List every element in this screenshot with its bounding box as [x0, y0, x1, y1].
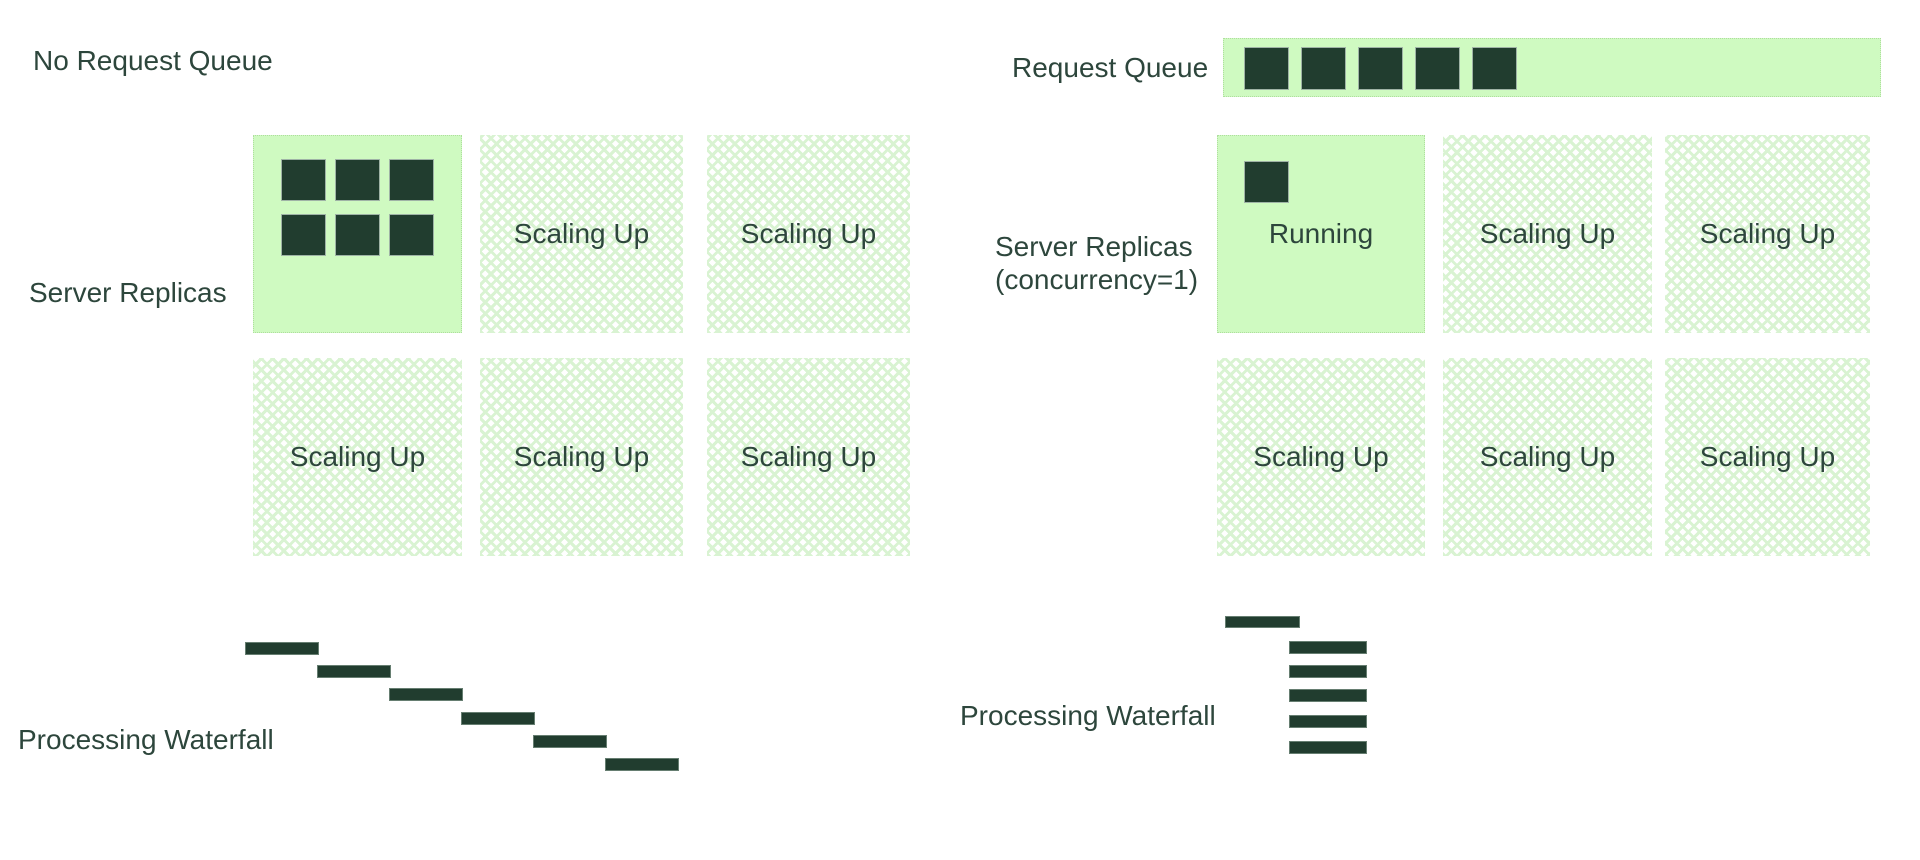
waterfall-bar: [1225, 616, 1300, 628]
left-server-replicas-label: Server Replicas: [29, 277, 227, 308]
waterfall-bar: [1289, 741, 1367, 754]
queued-request-icon: [1472, 47, 1517, 90]
left-processing-waterfall-label: Processing Waterfall: [18, 724, 274, 755]
scaling-up-label: Scaling Up: [513, 441, 650, 472]
right-request-queue-label: Request Queue: [1012, 52, 1209, 83]
replica-box-scaling: Scaling Up: [480, 358, 683, 556]
queued-request-icon: [1244, 47, 1289, 90]
waterfall-bar: [245, 642, 319, 655]
replica-box-running-left: [253, 135, 462, 333]
waterfall-bar: [461, 712, 535, 725]
scaling-up-label: Scaling Up: [1699, 441, 1836, 472]
running-label: Running: [1268, 218, 1374, 249]
replica-box-scaling: Scaling Up: [707, 358, 910, 556]
waterfall-bar: [317, 665, 391, 678]
right-server-replicas-line2: (concurrency=1): [995, 264, 1199, 295]
running-replica-squares: [1244, 161, 1289, 203]
replica-square-icon: [281, 214, 326, 256]
queued-request-icon: [1358, 47, 1403, 90]
waterfall-bar: [1289, 665, 1367, 678]
replica-box-scaling: Scaling Up: [1443, 358, 1652, 556]
running-replica-squares: [281, 159, 434, 256]
right-server-replicas-line1: Server Replicas: [995, 231, 1193, 262]
replica-box-scaling: Scaling Up: [1217, 358, 1425, 556]
replica-box-running-right: Running: [1217, 135, 1425, 333]
replica-box-scaling: Scaling Up: [253, 358, 462, 556]
scaling-up-label: Scaling Up: [1699, 218, 1836, 249]
waterfall-bar: [1289, 641, 1367, 654]
scaling-up-label: Scaling Up: [1479, 441, 1616, 472]
request-queue-bar: [1223, 38, 1881, 97]
replica-square-icon: [1244, 161, 1289, 203]
replica-box-scaling: Scaling Up: [480, 135, 683, 333]
replica-box-scaling: Scaling Up: [1665, 135, 1870, 333]
replica-box-scaling: Scaling Up: [707, 135, 910, 333]
queued-request-icon: [1415, 47, 1460, 90]
replica-square-icon: [335, 159, 380, 201]
scaling-up-label: Scaling Up: [740, 218, 877, 249]
replica-square-icon: [389, 159, 434, 201]
waterfall-bar: [533, 735, 607, 748]
scaling-up-label: Scaling Up: [289, 441, 426, 472]
waterfall-bar: [1289, 715, 1367, 728]
scaling-up-label: Scaling Up: [740, 441, 877, 472]
waterfall-bar: [389, 688, 463, 701]
replica-square-icon: [335, 214, 380, 256]
scaling-up-label: Scaling Up: [513, 218, 650, 249]
waterfall-bar: [605, 758, 679, 771]
scaling-up-label: Scaling Up: [1479, 218, 1616, 249]
right-server-replicas-label: Server Replicas (concurrency=1): [995, 230, 1210, 296]
replica-square-icon: [389, 214, 434, 256]
right-processing-waterfall-label: Processing Waterfall: [960, 700, 1216, 731]
replica-square-icon: [281, 159, 326, 201]
queued-request-icon: [1301, 47, 1346, 90]
replica-box-scaling: Scaling Up: [1443, 135, 1652, 333]
waterfall-bar: [1289, 689, 1367, 702]
scaling-up-label: Scaling Up: [1253, 441, 1389, 472]
left-panel-title: No Request Queue: [33, 45, 273, 76]
replica-box-scaling: Scaling Up: [1665, 358, 1870, 556]
